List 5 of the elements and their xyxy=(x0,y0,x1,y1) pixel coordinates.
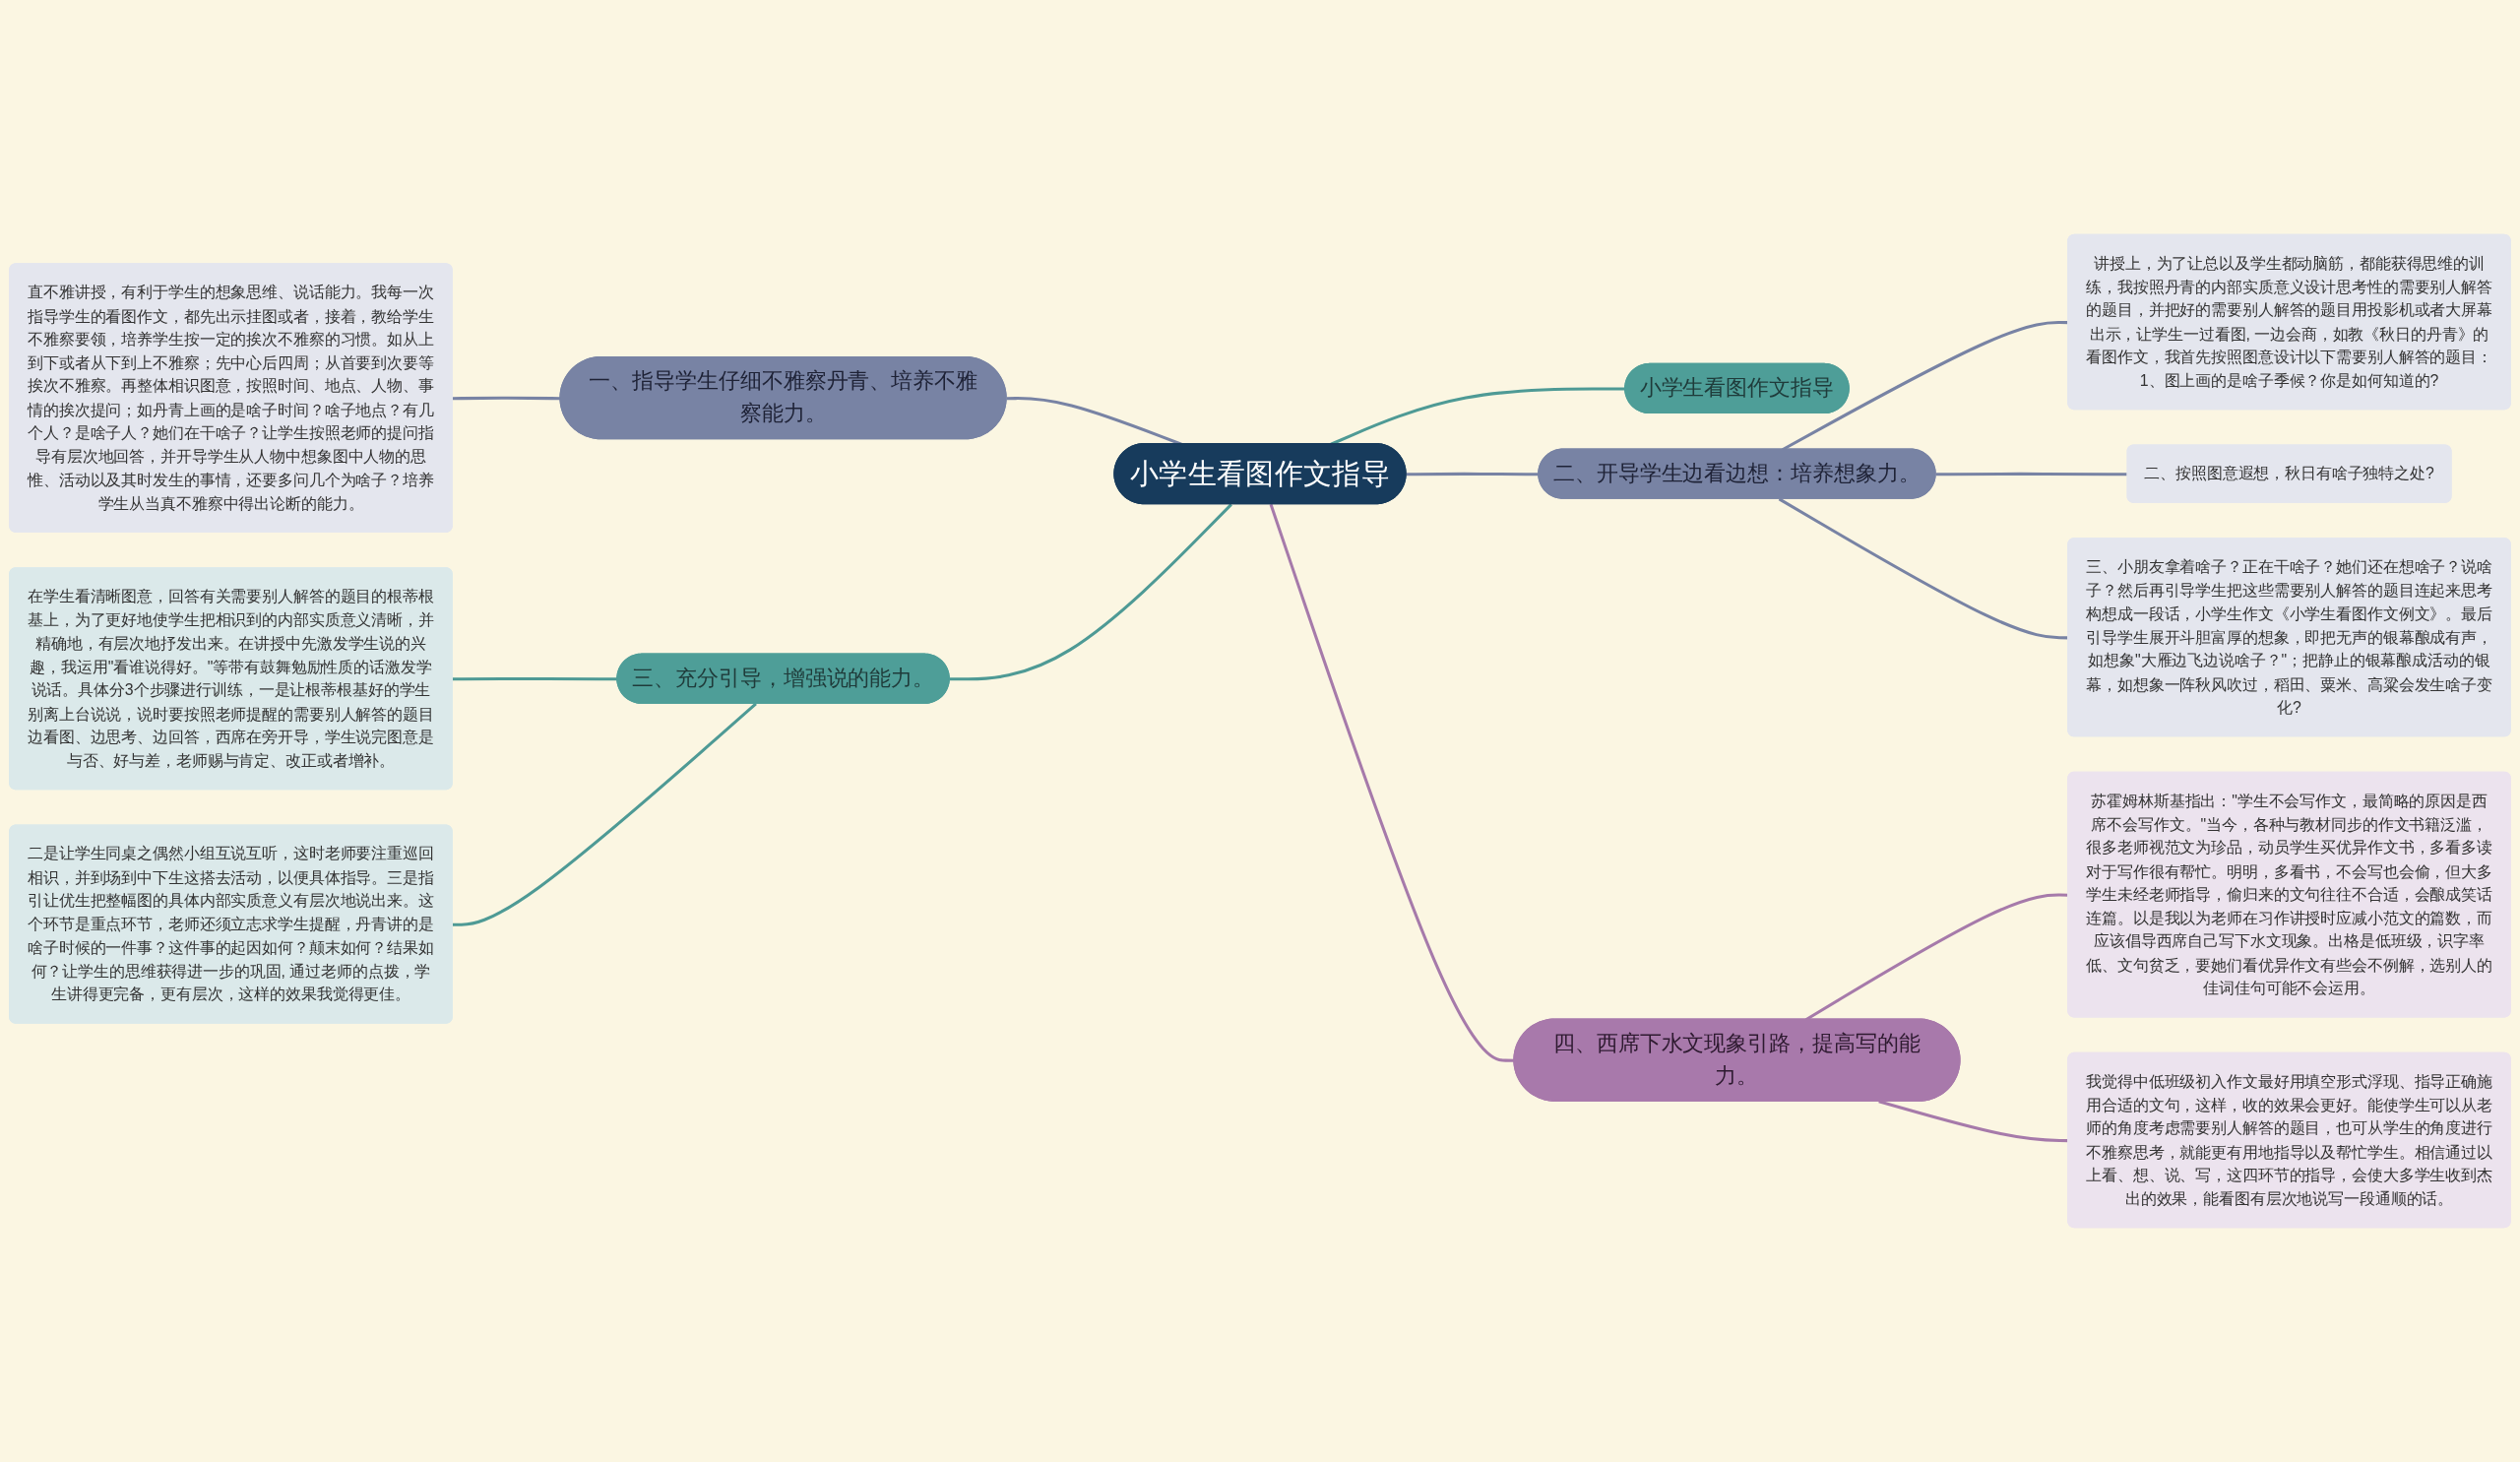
connector xyxy=(1406,472,1540,477)
connector xyxy=(452,702,757,926)
connector xyxy=(949,503,1232,681)
connector xyxy=(452,396,561,401)
connector xyxy=(1935,472,2128,477)
